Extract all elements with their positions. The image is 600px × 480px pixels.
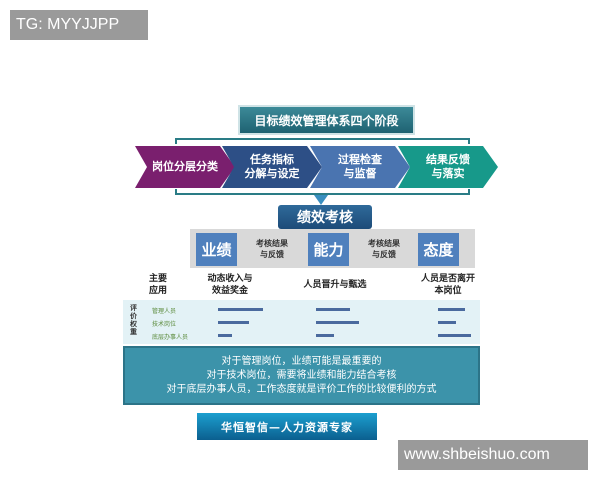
stage-arrow: 结果反馈 与落实 [398, 146, 498, 188]
weight-bar [316, 334, 334, 337]
stage-arrow: 岗位分层分类 [135, 146, 235, 188]
weights-label: 评价权重 [130, 304, 137, 336]
weight-row-label: 技术岗位 [152, 321, 177, 328]
application-item: 人员晋升与甄选 [303, 280, 367, 290]
application-item: 人员是否离开 本岗位 [420, 274, 475, 296]
bottom-bracket [175, 189, 470, 195]
weight-bar [316, 308, 351, 311]
feedback-label: 考核结果 与反馈 [368, 239, 400, 259]
weight-row-label: 管理人员 [152, 308, 177, 315]
feedback-label: 考核结果 与反馈 [256, 239, 288, 259]
watermark-bottom: www.shbeishuo.com [398, 440, 588, 470]
weight-bar [218, 321, 250, 324]
note-line: 对于技术岗位，需要将业绩和能力结合考核 [206, 370, 397, 381]
down-arrow-icon [314, 195, 328, 205]
note-line: 对于管理岗位，业绩可能是最重要的 [221, 356, 382, 367]
stage-arrow: 过程检查 与监督 [310, 146, 410, 188]
dimension-attitude: 态度 [418, 233, 459, 266]
diagram-title: 目标绩效管理体系四个阶段 [238, 105, 415, 135]
weight-bar [438, 334, 471, 337]
application-item: 动态收入与 效益奖金 [207, 274, 253, 296]
assessment-box: 绩效考核 [278, 205, 372, 229]
weight-bar [218, 334, 232, 337]
weights-band [123, 300, 480, 344]
applications-label: 主要 应用 [148, 274, 167, 296]
footer-button[interactable]: 华恒智信—人力资源专家 [197, 413, 377, 440]
weight-bar [438, 308, 465, 311]
stage-arrow: 任务指标 分解与设定 [222, 146, 322, 188]
top-bracket [175, 138, 470, 144]
weight-bar [316, 321, 360, 324]
weight-bar [438, 321, 456, 324]
weight-row-label: 底层办事人员 [152, 334, 189, 341]
weight-bar [218, 308, 263, 311]
dimension-performance: 业绩 [196, 233, 237, 266]
watermark-top: TG: MYYJJPP [10, 10, 148, 40]
note-line: 对于底层办事人员，工作态度就是评价工作的比较便利的方式 [166, 384, 437, 395]
notes-box: 对于管理岗位，业绩可能是最重要的 对于技术岗位，需要将业绩和能力结合考核 对于底… [123, 346, 480, 405]
dimension-ability: 能力 [308, 233, 349, 266]
